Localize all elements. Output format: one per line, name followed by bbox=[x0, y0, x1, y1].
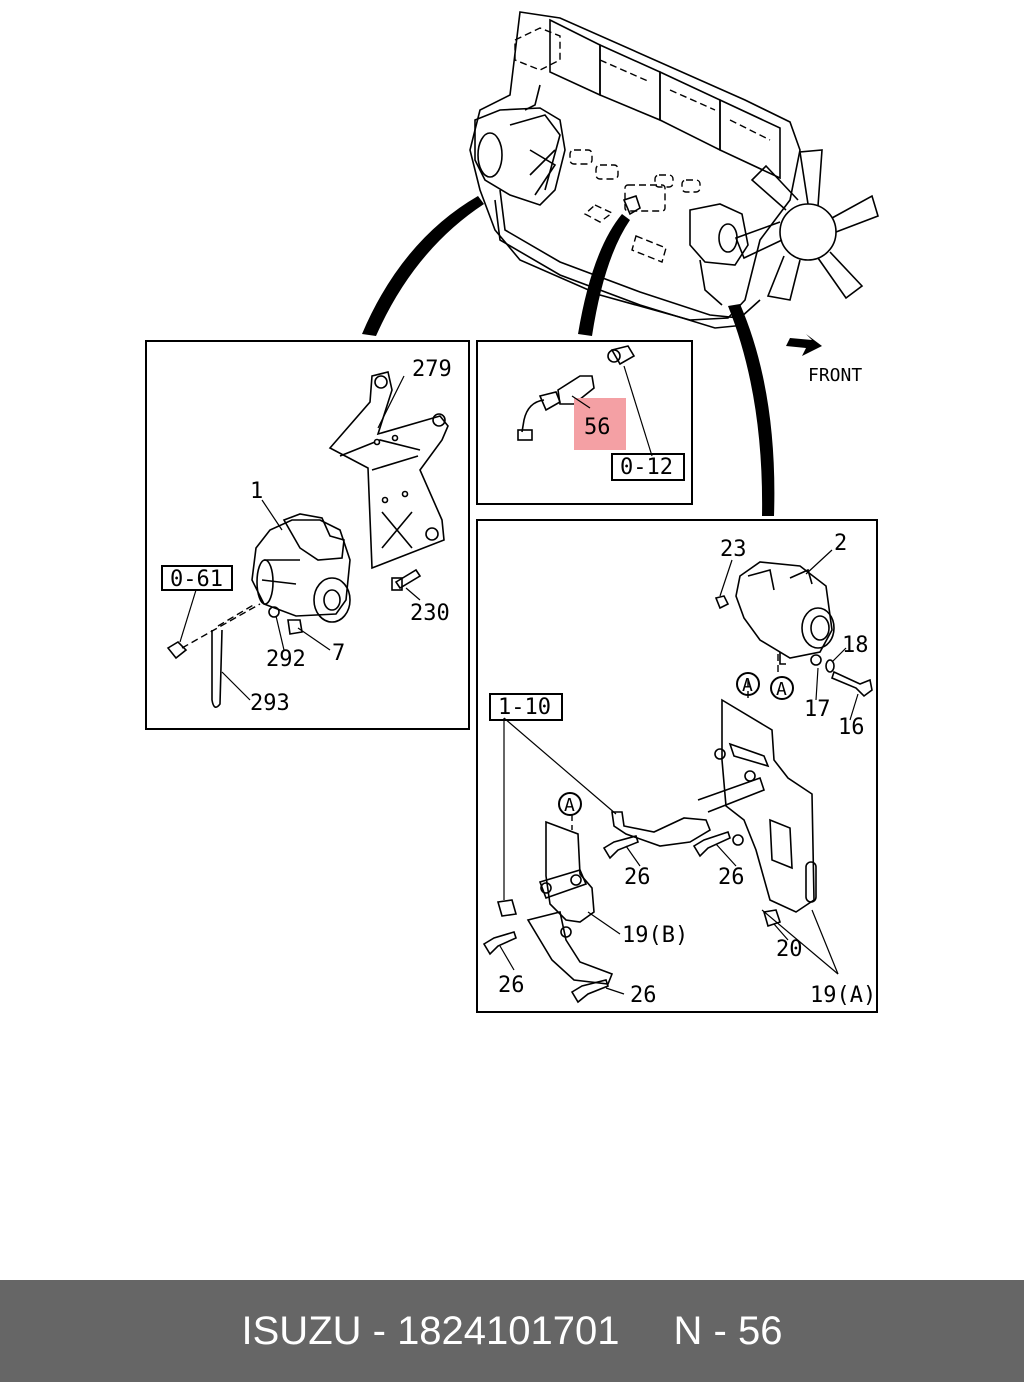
ref-a-1: A bbox=[742, 675, 753, 696]
callout-26-a: 26 bbox=[624, 865, 651, 890]
callout-230: 230 bbox=[410, 601, 450, 626]
panel-alternator: 23 2 18 17 16 A A A 1-10 26 26 26 26 19(… bbox=[476, 519, 878, 1013]
ref-a-2: A bbox=[776, 679, 787, 700]
alternator bbox=[735, 561, 835, 665]
callout-0-61: 0-61 bbox=[170, 567, 223, 592]
callout-box-0-12 bbox=[611, 453, 685, 481]
callout-26-d: 26 bbox=[630, 983, 657, 1008]
callout-19a: 19(A) bbox=[810, 983, 876, 1008]
starter-motor bbox=[251, 513, 351, 623]
callout-16: 16 bbox=[838, 715, 865, 740]
ref-circle-a-1 bbox=[736, 672, 760, 696]
panel-starter: 279 1 0-61 230 292 7 293 bbox=[145, 340, 470, 730]
callout-26-c: 26 bbox=[498, 973, 525, 998]
callout-292: 292 bbox=[266, 647, 306, 672]
callout-2: 2 bbox=[834, 531, 847, 556]
engine-overview bbox=[362, 11, 879, 516]
callout-box-0-61 bbox=[161, 565, 233, 591]
callout-293: 293 bbox=[250, 691, 290, 716]
callout-26-b: 26 bbox=[718, 865, 745, 890]
callout-7: 7 bbox=[332, 641, 345, 666]
callout-23: 23 bbox=[720, 537, 747, 562]
callout-20: 20 bbox=[776, 937, 803, 962]
callout-279: 279 bbox=[412, 357, 452, 382]
ref-circle-a-3 bbox=[558, 792, 582, 816]
callout-1-10: 1-10 bbox=[498, 695, 551, 720]
parts-diagram: FRONT bbox=[145, 11, 879, 1013]
front-indicator: FRONT bbox=[786, 334, 862, 386]
fan-icon bbox=[734, 149, 879, 301]
panel-sensor: 56 0-12 bbox=[476, 340, 693, 505]
callout-18: 18 bbox=[842, 633, 869, 658]
callout-56: 56 bbox=[584, 415, 611, 440]
callout-0-12: 0-12 bbox=[620, 455, 673, 480]
ref-circle-a-2 bbox=[770, 676, 794, 700]
highlight-part-56 bbox=[574, 398, 626, 450]
front-arrow-icon bbox=[786, 334, 822, 356]
callout-17: 17 bbox=[804, 697, 831, 722]
callout-19b: 19(B) bbox=[622, 923, 688, 948]
footer-page-ref: N - 56 bbox=[673, 1308, 783, 1353]
footer-part-number: ISUZU - 1824101701 bbox=[241, 1308, 620, 1353]
callout-1: 1 bbox=[250, 479, 263, 504]
front-label: FRONT bbox=[808, 365, 862, 386]
ref-a-3: A bbox=[564, 795, 575, 816]
callout-box-1-10 bbox=[489, 693, 563, 721]
footer-bar: ISUZU - 1824101701 N - 56 bbox=[0, 1280, 1024, 1382]
